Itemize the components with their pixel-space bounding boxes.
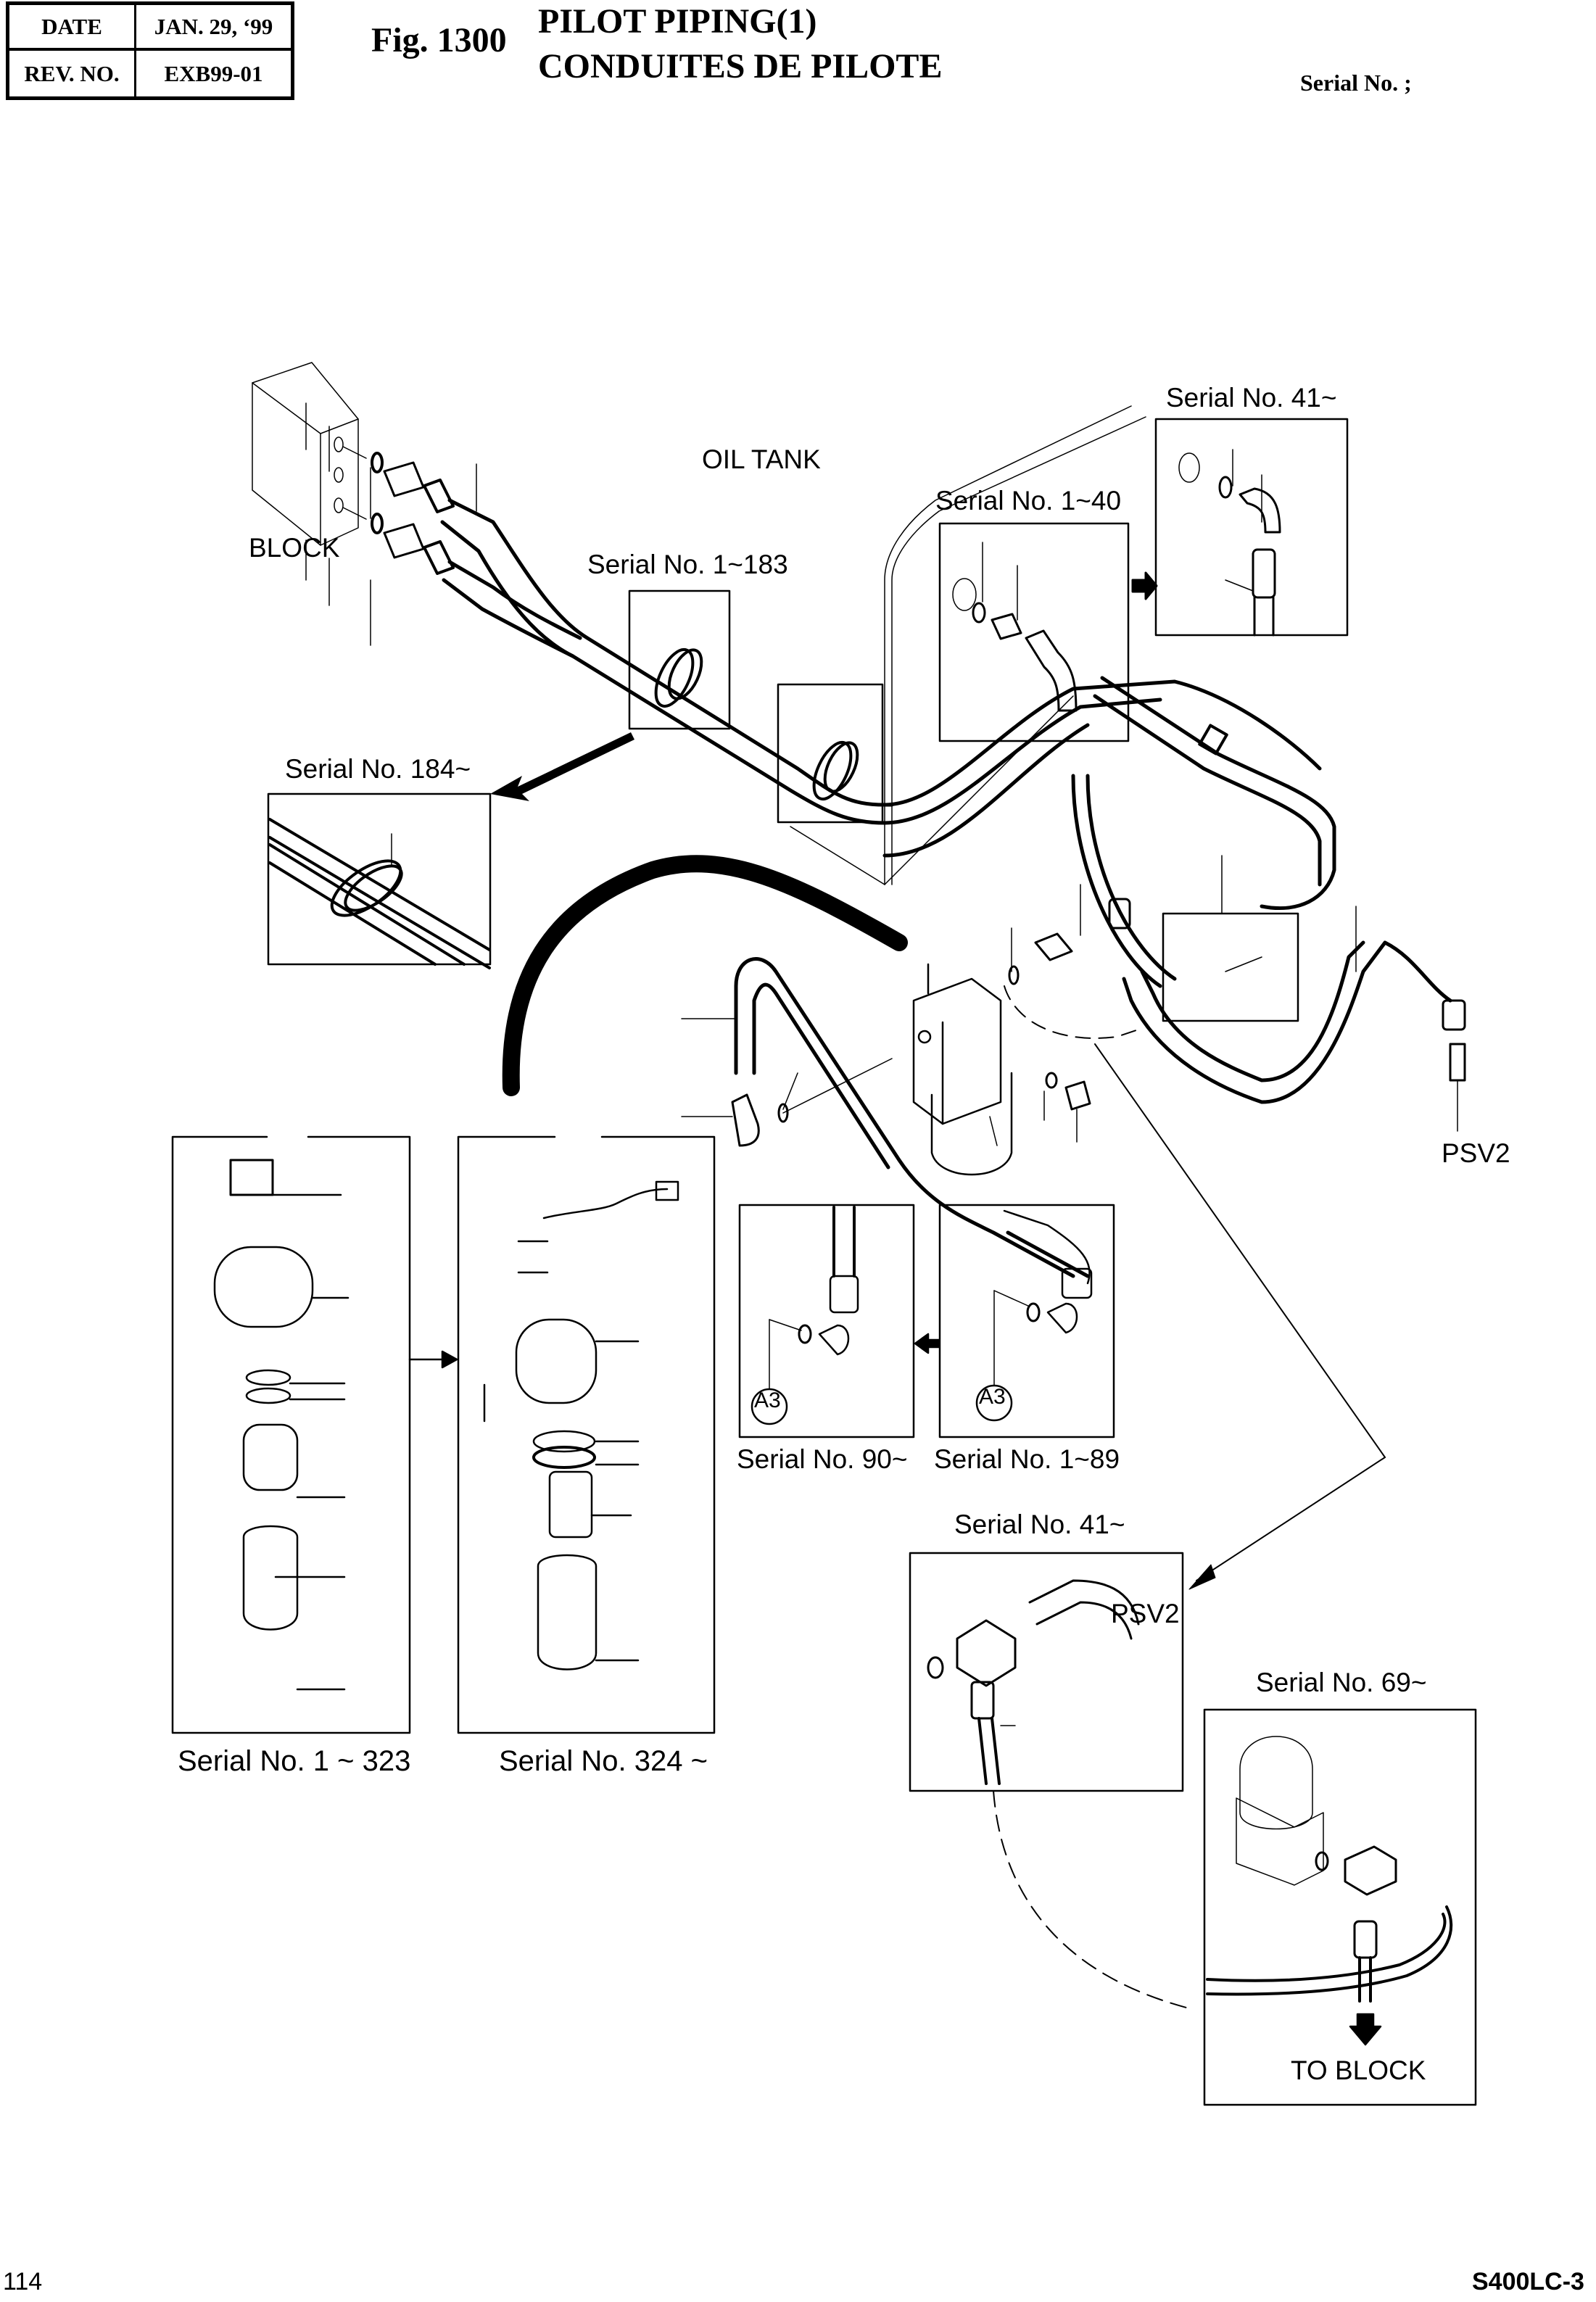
valve-hoses	[734, 774, 1452, 1278]
label-block: BLOCK	[249, 533, 340, 563]
serial-41-bottom-inset	[909, 1552, 1184, 1792]
central-valve	[912, 963, 1013, 1176]
detail-boxes	[267, 418, 1349, 1022]
arrow-icon	[1188, 1564, 1216, 1590]
label-serial-184: Serial No. 184~	[285, 754, 471, 784]
arrow-down-icon	[1349, 2013, 1382, 2046]
label-serial-41-bottom: Serial No. 41~	[954, 1510, 1125, 1539]
detail-box-serial-1-183	[628, 589, 731, 730]
arrow-right-icon	[1131, 571, 1158, 600]
revision-table: DATE JAN. 29, ‘99 REV. NO. EXB99-01	[6, 1, 294, 100]
serial-184-pipes	[268, 732, 634, 969]
oil-tank-outline	[790, 405, 1146, 885]
detail-box-center-valve	[1162, 912, 1299, 1022]
leader-line-to-inset	[1094, 1043, 1386, 1458]
label-psv2-inset: PSV2	[1111, 1599, 1180, 1628]
rev-label: REV. NO.	[9, 51, 136, 96]
serial-41-fittings	[1178, 449, 1281, 637]
arrow-left-icon	[914, 1333, 940, 1354]
a3-insets	[738, 1204, 1115, 1438]
date-value: JAN. 29, ‘99	[136, 5, 291, 51]
dashed-link	[1004, 985, 1139, 1039]
label-a3-right: A3	[979, 1385, 1006, 1409]
serial-69-inset	[1203, 1708, 1477, 2106]
detail-box-serial-1-40	[938, 522, 1130, 742]
label-psv2: PSV2	[1442, 1138, 1510, 1168]
label-serial-90: Serial No. 90~	[737, 1444, 908, 1474]
filter-box-324	[457, 1135, 716, 1734]
label-a3-left: A3	[754, 1388, 781, 1412]
black-hose	[502, 855, 908, 1096]
label-to-block: TO BLOCK	[1291, 2055, 1426, 2085]
page-number: 114	[3, 2268, 43, 2295]
date-label: DATE	[9, 5, 136, 51]
label-serial-1-323: Serial No. 1 ~ 323	[178, 1745, 411, 1777]
label-serial-69: Serial No. 69~	[1256, 1668, 1427, 1697]
label-oil-tank: OIL TANK	[702, 444, 821, 474]
block-part	[252, 362, 367, 546]
detail-box-serial-1-183-second	[777, 683, 884, 824]
elbow-fitting	[681, 1018, 1091, 1147]
label-serial-1-183: Serial No. 1~183	[587, 550, 788, 579]
psv2-fittings	[1008, 855, 1466, 1132]
label-serial-1-89: Serial No. 1~89	[934, 1444, 1120, 1474]
title-french: CONDUITES DE PILOTE	[538, 47, 943, 86]
figure-number: Fig. 1300	[371, 21, 507, 59]
label-serial-41-top: Serial No. 41~	[1166, 383, 1337, 413]
leader-lines-block	[305, 402, 477, 646]
label-serial-324: Serial No. 324 ~	[499, 1745, 708, 1777]
title-english: PILOT PIPING(1)	[538, 2, 817, 41]
main-hoses	[440, 498, 1336, 911]
arrow-icon	[490, 732, 634, 801]
grommet	[654, 648, 1228, 800]
label-serial-1-40: Serial No. 1~40	[935, 486, 1122, 516]
serial-number-header: Serial No. ;	[1300, 70, 1412, 96]
filter-box-1-323	[171, 1135, 458, 1734]
serial-1-40-fittings	[952, 542, 1158, 712]
block-fittings	[371, 452, 455, 575]
dashed-link-69	[993, 1790, 1190, 2009]
detail-box-serial-184	[267, 792, 492, 966]
model-number: S400LC-3	[1472, 2268, 1584, 2295]
detail-box-serial-41	[1154, 418, 1349, 637]
rev-value: EXB99-01	[164, 60, 263, 86]
